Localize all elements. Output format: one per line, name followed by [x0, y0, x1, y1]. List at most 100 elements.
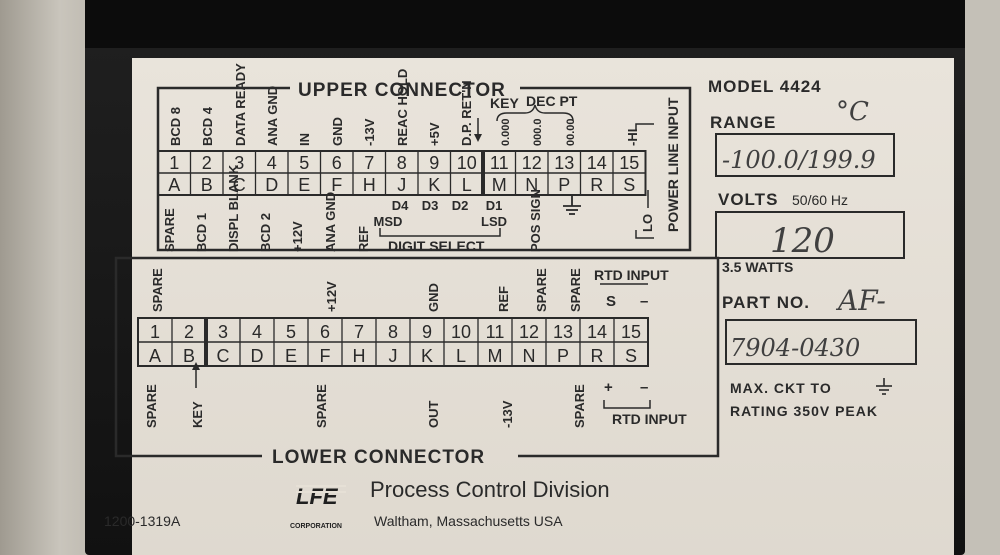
upper-signal-label: DISPL BLANK — [226, 164, 241, 252]
rtd-plus-label: + — [604, 379, 613, 396]
lower-signal-label: KEY — [190, 401, 205, 428]
lower-signal-label: SPARE — [150, 268, 165, 312]
upper-pin-letter: B — [201, 175, 213, 195]
upper-signal-label: +5V — [427, 122, 442, 146]
lower-pin-number: 10 — [451, 322, 471, 342]
upper-key-arrowhead — [474, 134, 482, 142]
hz-label: 50/60 Hz — [792, 192, 848, 208]
upper-pin-letter: S — [623, 175, 635, 195]
upper-signal-label: 000.0 — [532, 118, 544, 146]
lower-pin-number: 15 — [621, 322, 641, 342]
lower-key-arrowhead — [192, 362, 200, 370]
division-name: Process Control Division — [370, 477, 610, 502]
volts-value: 120 — [770, 221, 835, 261]
ground-symbol — [563, 196, 581, 215]
upper-signal-label: GND — [330, 117, 345, 146]
upper-pin-letter: C — [233, 175, 246, 195]
upper-signal-label: REAC HOLD — [395, 69, 410, 146]
upper-signal-label: SPARE — [162, 208, 177, 252]
upper-digit-label: D2 — [452, 198, 469, 213]
upper-key-label: KEY — [490, 95, 519, 111]
upper-digit-label: D3 — [422, 198, 439, 213]
max-ckt-label: MAX. CKT TO — [730, 380, 832, 396]
lower-pin-number: 12 — [519, 322, 539, 342]
rtd-input-bottom-label: RTD INPUT — [612, 411, 687, 427]
upper-pin-letter: H — [363, 175, 376, 195]
rear-panel-label — [132, 58, 954, 555]
upper-pin-number: 4 — [267, 153, 277, 173]
lower-pin-letter: H — [353, 346, 366, 366]
lower-pin-number: 9 — [422, 322, 432, 342]
upper-signal-label: REF — [356, 226, 371, 252]
lower-pin-number: 7 — [354, 322, 364, 342]
upper-pin-number: 12 — [522, 153, 542, 173]
lower-pin-number: 11 — [486, 322, 505, 342]
upper-pin-number: 11 — [490, 153, 509, 173]
upper-pin-number: 13 — [554, 153, 574, 173]
upper-pin-number: 2 — [202, 153, 212, 173]
msd-label: MSD — [374, 214, 403, 229]
lower-pin-letter: J — [389, 346, 398, 366]
unit-handwritten: °C — [836, 97, 869, 127]
lower-signal-label: SPARE — [534, 268, 549, 312]
upper-pin-number: 1 — [169, 153, 179, 173]
lower-signal-label: SPARE — [314, 384, 329, 428]
upper-pin-number: 9 — [429, 153, 439, 173]
upper-signal-label: LO — [640, 214, 655, 232]
lower-pin-letter: E — [285, 346, 297, 366]
upper-digit-label: D4 — [392, 198, 409, 213]
dec-pt-brace — [496, 104, 574, 122]
upper-pin-number: 5 — [299, 153, 309, 173]
volts-box — [715, 211, 905, 259]
upper-pin-number: 3 — [234, 153, 244, 173]
upper-pin-letter: P — [558, 175, 570, 195]
dec-pt-label: DEC PT — [526, 93, 578, 109]
rtd-minus2-label: – — [640, 379, 648, 396]
lower-pin-number: 14 — [587, 322, 607, 342]
digit-select-label: DIGIT SELECT — [388, 238, 485, 254]
power-line-input-label: POWER LINE INPUT — [665, 97, 681, 232]
upper-connector-title: UPPER CONNECTOR — [298, 80, 506, 101]
upper-pin-letter: D — [265, 175, 278, 195]
lower-pin-number: 6 — [320, 322, 330, 342]
volts-label: VOLTS — [718, 190, 778, 209]
lower-signal-label: +12V — [324, 281, 339, 312]
lower-pin-number: 13 — [553, 322, 573, 342]
upper-signal-label: 0.000 — [500, 118, 512, 146]
ground-symbol-side — [876, 378, 892, 395]
upper-pin-letter: E — [298, 175, 310, 195]
upper-signal-label: D.P. RET'N — [459, 80, 474, 146]
range-value: -100.0/199.9 — [722, 146, 876, 174]
lower-pin-number: 4 — [252, 322, 262, 342]
upper-signal-label: -13V — [362, 118, 377, 146]
upper-pin-number: 15 — [619, 153, 639, 173]
upper-signal-label: BCD 8 — [168, 107, 183, 146]
upper-pin-letter: N — [525, 175, 538, 195]
part-number-label: PART NO. — [722, 293, 810, 312]
lower-signal-label: OUT — [426, 401, 441, 429]
upper-digit-label: D1 — [486, 198, 503, 213]
lower-signal-label: -13V — [500, 400, 515, 428]
lower-pin-letter: R — [591, 346, 604, 366]
upper-signal-label: POS SIGN — [528, 189, 543, 252]
lower-signal-label: REF — [496, 286, 511, 312]
lower-signal-label: GND — [426, 283, 441, 312]
rtd-bottom-bracket — [603, 400, 651, 409]
upper-pin-number: 6 — [332, 153, 342, 173]
part-prefix: AF- — [835, 284, 886, 317]
lower-pin-number: 3 — [218, 322, 228, 342]
svg-text:LFE: LFE — [296, 484, 339, 509]
lower-pin-number: 2 — [184, 322, 194, 342]
upper-pin-letter: F — [331, 175, 342, 195]
housing-top-edge — [85, 0, 965, 48]
upper-signal-label: DATA READY — [233, 63, 248, 146]
upper-signal-label: 00.00 — [565, 118, 577, 146]
upper-signal-label: BCD 1 — [194, 213, 209, 252]
lower-signal-label: SPARE — [572, 384, 587, 428]
lower-pin-letter: M — [488, 346, 503, 366]
lower-pin-number: 1 — [150, 322, 160, 342]
lower-connector-title: LOWER CONNECTOR — [272, 447, 485, 468]
lower-pin-letter: N — [523, 346, 536, 366]
